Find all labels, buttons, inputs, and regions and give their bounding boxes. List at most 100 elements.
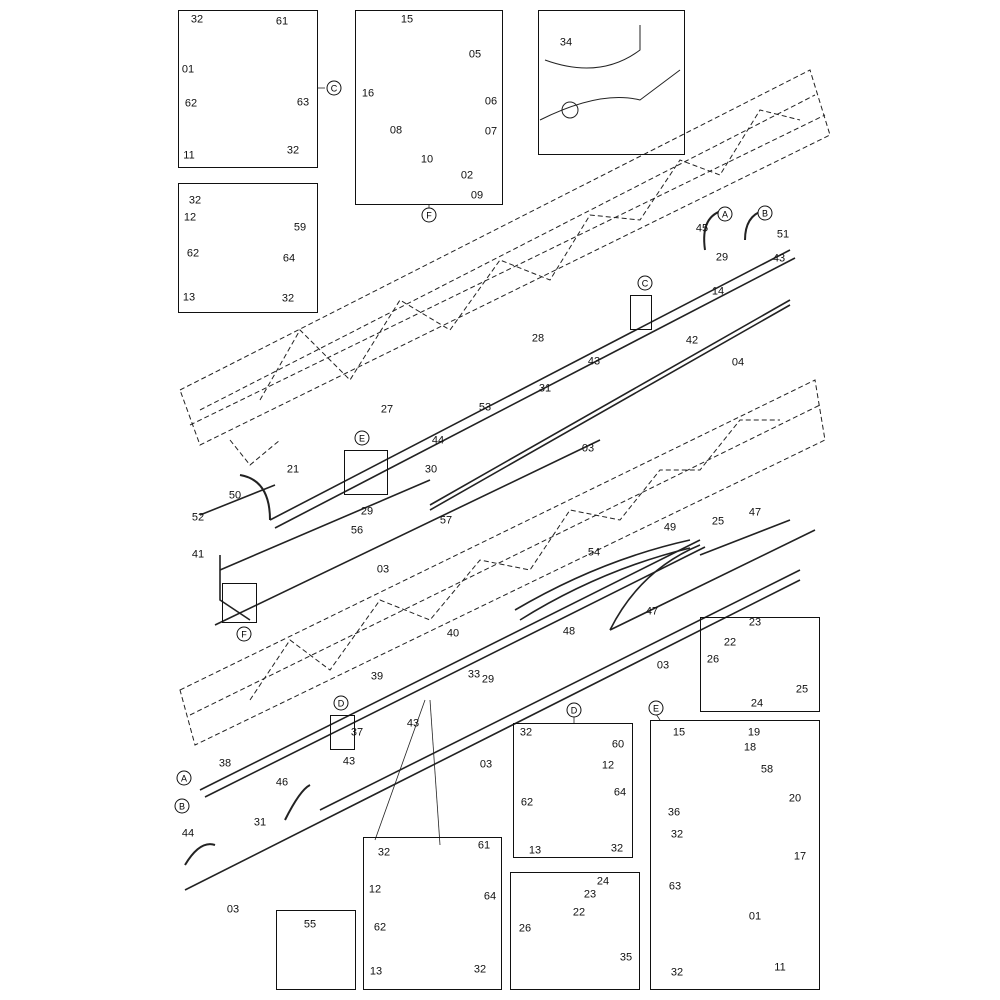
part-callout: 25 <box>795 683 809 696</box>
part-callout: 18 <box>743 741 757 754</box>
part-callout: 32 <box>377 846 391 859</box>
detail-ref-f: F <box>236 626 252 642</box>
part-callout: 61 <box>275 15 289 28</box>
detail-ref-f: F <box>421 207 437 223</box>
part-callout: 28 <box>531 332 545 345</box>
part-callout: 44 <box>431 434 445 447</box>
part-callout: 64 <box>613 786 627 799</box>
part-callout: 61 <box>477 839 491 852</box>
part-callout: 52 <box>191 511 205 524</box>
part-callout: 30 <box>424 463 438 476</box>
part-callout: 13 <box>528 844 542 857</box>
part-callout: 03 <box>376 563 390 576</box>
detail-ref-d: D <box>333 695 349 711</box>
part-callout: 11 <box>774 961 786 974</box>
part-callout: 12 <box>183 211 197 224</box>
part-callout: 62 <box>186 247 200 260</box>
inset-fitting-25 <box>700 617 820 712</box>
part-callout: 59 <box>293 221 307 234</box>
detail-ref-a: A <box>717 206 733 222</box>
part-callout: 26 <box>706 653 720 666</box>
part-callout: 51 <box>776 228 790 241</box>
part-callout: 22 <box>723 636 737 649</box>
inset-elbow-35 <box>510 872 640 990</box>
part-callout: 34 <box>559 36 573 49</box>
part-callout: 24 <box>596 875 610 888</box>
part-callout: 46 <box>275 776 289 789</box>
part-callout: 24 <box>750 697 764 710</box>
part-callout: 32 <box>188 194 202 207</box>
part-callout: 12 <box>368 883 382 896</box>
part-callout: 53 <box>478 401 492 414</box>
part-callout: 29 <box>360 505 374 518</box>
part-callout: 08 <box>389 124 403 137</box>
part-callout: 31 <box>538 382 552 395</box>
part-callout: 40 <box>446 627 460 640</box>
part-callout: 17 <box>793 850 807 863</box>
part-callout: 60 <box>611 738 625 751</box>
part-callout: 03 <box>581 442 595 455</box>
detail-ref-c: C <box>326 80 342 96</box>
inset-bracket-f <box>355 10 503 205</box>
part-callout: 03 <box>656 659 670 672</box>
part-callout: 07 <box>484 125 498 138</box>
part-callout: 23 <box>583 888 597 901</box>
inset-clamp-b <box>178 183 318 313</box>
part-callout: 45 <box>695 222 709 235</box>
inset-clamp-d <box>513 723 633 858</box>
part-callout: 31 <box>253 816 267 829</box>
part-callout: 39 <box>370 670 384 683</box>
detail-ref-b: B <box>174 798 190 814</box>
part-callout: 32 <box>190 13 204 26</box>
part-callout: 04 <box>731 356 745 369</box>
part-callout: 42 <box>685 334 699 347</box>
part-callout: 26 <box>518 922 532 935</box>
part-callout: 32 <box>286 144 300 157</box>
part-callout: 01 <box>181 63 195 76</box>
part-callout: 48 <box>562 625 576 638</box>
part-callout: 43 <box>406 717 420 730</box>
part-callout: 43 <box>772 252 786 265</box>
detail-ref-c: C <box>637 275 653 291</box>
part-callout: 15 <box>400 13 414 26</box>
part-callout: 43 <box>342 755 356 768</box>
part-callout: 44 <box>181 827 195 840</box>
detail-ref-d: D <box>566 702 582 718</box>
part-callout: 23 <box>748 616 762 629</box>
part-callout: 32 <box>670 828 684 841</box>
detail-marker-f <box>222 583 257 623</box>
lower-boom-frame <box>179 379 826 746</box>
part-callout: 32 <box>519 726 533 739</box>
part-callout: 19 <box>747 726 761 739</box>
part-callout: 50 <box>228 489 242 502</box>
part-callout: 41 <box>191 548 205 561</box>
part-callout: 10 <box>420 153 434 166</box>
part-callout: 09 <box>470 189 484 202</box>
part-callout: 58 <box>760 763 774 776</box>
part-callout: 27 <box>380 403 394 416</box>
part-callout: 20 <box>788 792 802 805</box>
part-callout: 05 <box>468 48 482 61</box>
inset-bracket-e <box>650 720 820 990</box>
detail-ref-a: A <box>176 770 192 786</box>
part-callout: 57 <box>439 514 453 527</box>
part-callout: 01 <box>748 910 762 923</box>
part-callout: 35 <box>619 951 633 964</box>
detail-ref-e: E <box>648 700 664 716</box>
detail-ref-b: B <box>757 205 773 221</box>
detail-marker-e <box>344 450 388 495</box>
part-callout: 63 <box>296 96 310 109</box>
part-callout: 47 <box>748 506 762 519</box>
part-callout: 56 <box>350 524 364 537</box>
part-callout: 38 <box>218 757 232 770</box>
inset-clamp-c <box>178 10 318 168</box>
part-callout: 21 <box>286 463 300 476</box>
part-callout: 29 <box>481 673 495 686</box>
part-callout: 37 <box>350 726 364 739</box>
part-callout: 43 <box>587 355 601 368</box>
inset-clip-55 <box>276 910 356 990</box>
part-callout: 32 <box>610 842 624 855</box>
part-callout: 32 <box>670 966 684 979</box>
part-callout: 36 <box>667 806 681 819</box>
part-callout: 49 <box>663 521 677 534</box>
